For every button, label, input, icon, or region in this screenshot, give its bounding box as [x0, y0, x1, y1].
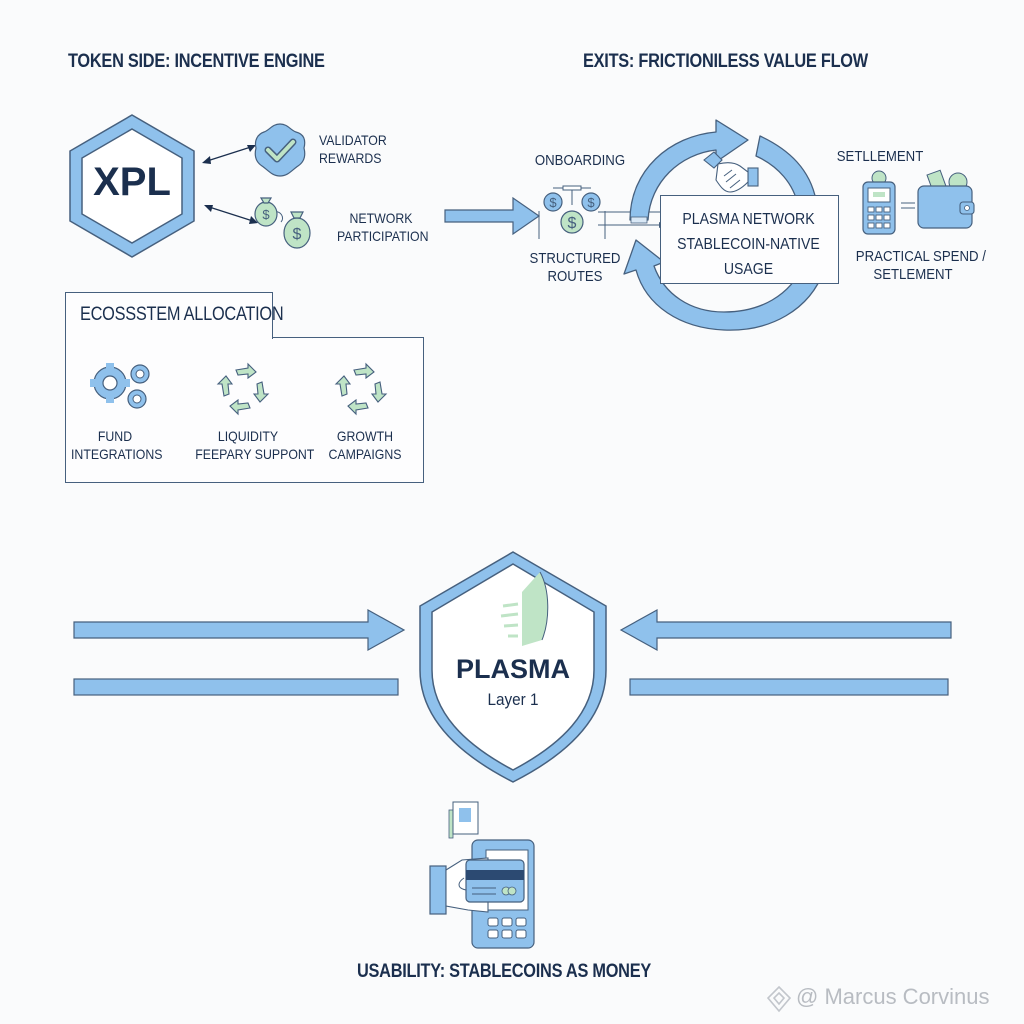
card-payment-icon: [429, 801, 535, 949]
inflow-arrow-left-icon: [73, 608, 406, 652]
coin-routes-icon: $ $ $: [538, 185, 606, 239]
payment-terminal-icon: [862, 170, 896, 235]
ecosystem-allocation-tab: [65, 292, 273, 339]
cycle-arrows-icon: [334, 362, 388, 416]
growth-campaigns-label: GROWTH CAMPAIGNS: [328, 428, 402, 462]
watermark-text: @ Marcus Corvinus: [796, 984, 990, 1009]
settlement-title: SETLLEMENT: [836, 148, 924, 165]
practical-spend-label: PRACTICAL SPEND / SETLEMENT: [855, 248, 986, 283]
double-arrow-icon: [202, 145, 256, 164]
cycle-arrows-icon: [216, 362, 270, 416]
exits-heading: EXITS: FRICTIONILESS VALUE FLOW: [583, 51, 868, 72]
liquidity-support-label: LIQUIDITY FEEPARY SUPPONT: [195, 428, 315, 462]
inflow-bar-left: [73, 678, 399, 696]
token-side-heading: TOKEN SIDE: INCENTIVE ENGINE: [68, 51, 325, 72]
handshake-icon: [703, 151, 759, 193]
wallet-icon: [917, 169, 975, 229]
flow-arrow-right-icon: [444, 196, 541, 236]
network-participation-label: NETWORK PARTICIPATION: [337, 210, 429, 244]
shield-icon: [419, 551, 607, 783]
svg-text:$: $: [549, 195, 557, 210]
exchange-arrows-icon: [901, 202, 915, 209]
inflow-arrow-right-icon: [619, 608, 952, 652]
layer-1-subtitle: Layer 1: [487, 690, 539, 709]
badge-check-icon: [254, 123, 306, 177]
fund-integrations-label: FUND INTEGRATIONS: [71, 428, 163, 462]
structured-routes-label: STRUCTURED ROUTES: [529, 250, 621, 285]
plasma-network-box: [660, 195, 839, 284]
svg-text:$: $: [293, 226, 302, 243]
double-arrow-icon: [204, 205, 258, 224]
usability-caption: USABILITY: STABLECOINS AS MONEY: [357, 961, 651, 982]
svg-text:$: $: [587, 195, 595, 210]
xpl-token-label: XPL: [93, 160, 171, 204]
validator-rewards-label: VALIDATOR REWARDS: [319, 132, 387, 166]
xpl-hexagon-icon: [69, 114, 195, 258]
plasma-network-label: PLASMA NETWORK STABLECOIN-NATIVE USAGE: [677, 211, 820, 278]
binance-logo-icon: [766, 985, 792, 1013]
plasma-title: PLASMA: [456, 654, 570, 684]
ecosystem-allocation-heading: ECOSSSTEM ALLOCATION: [80, 304, 284, 325]
svg-text:$: $: [568, 215, 577, 232]
svg-text:$: $: [262, 207, 270, 222]
onboarding-title: ONBOARDING: [534, 152, 626, 169]
inflow-bar-right: [629, 678, 949, 696]
money-bags-icon: $ $: [254, 197, 311, 249]
gears-icon: [90, 363, 150, 409]
